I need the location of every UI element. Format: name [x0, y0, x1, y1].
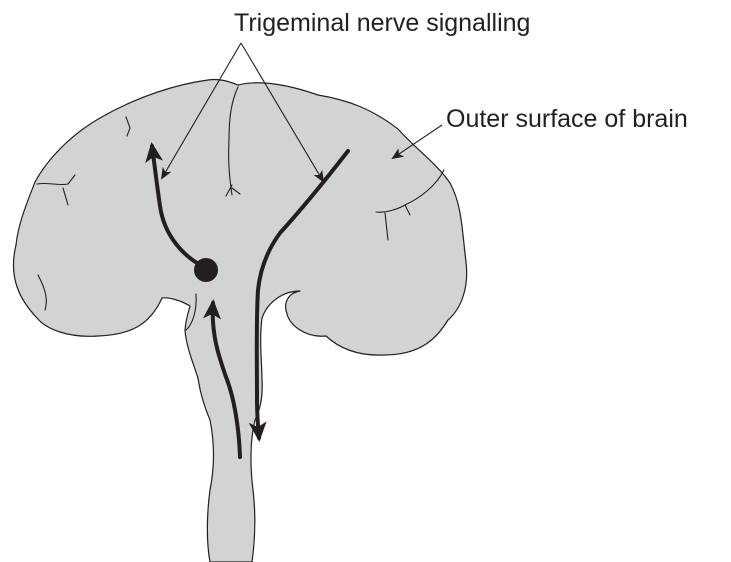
brain-outline — [13, 79, 466, 562]
trigeminal-signalling-label: Trigeminal nerve signalling — [234, 9, 530, 37]
trigeminal-nucleus-dot — [194, 258, 218, 282]
outer-surface-label: Outer surface of brain — [446, 105, 688, 133]
